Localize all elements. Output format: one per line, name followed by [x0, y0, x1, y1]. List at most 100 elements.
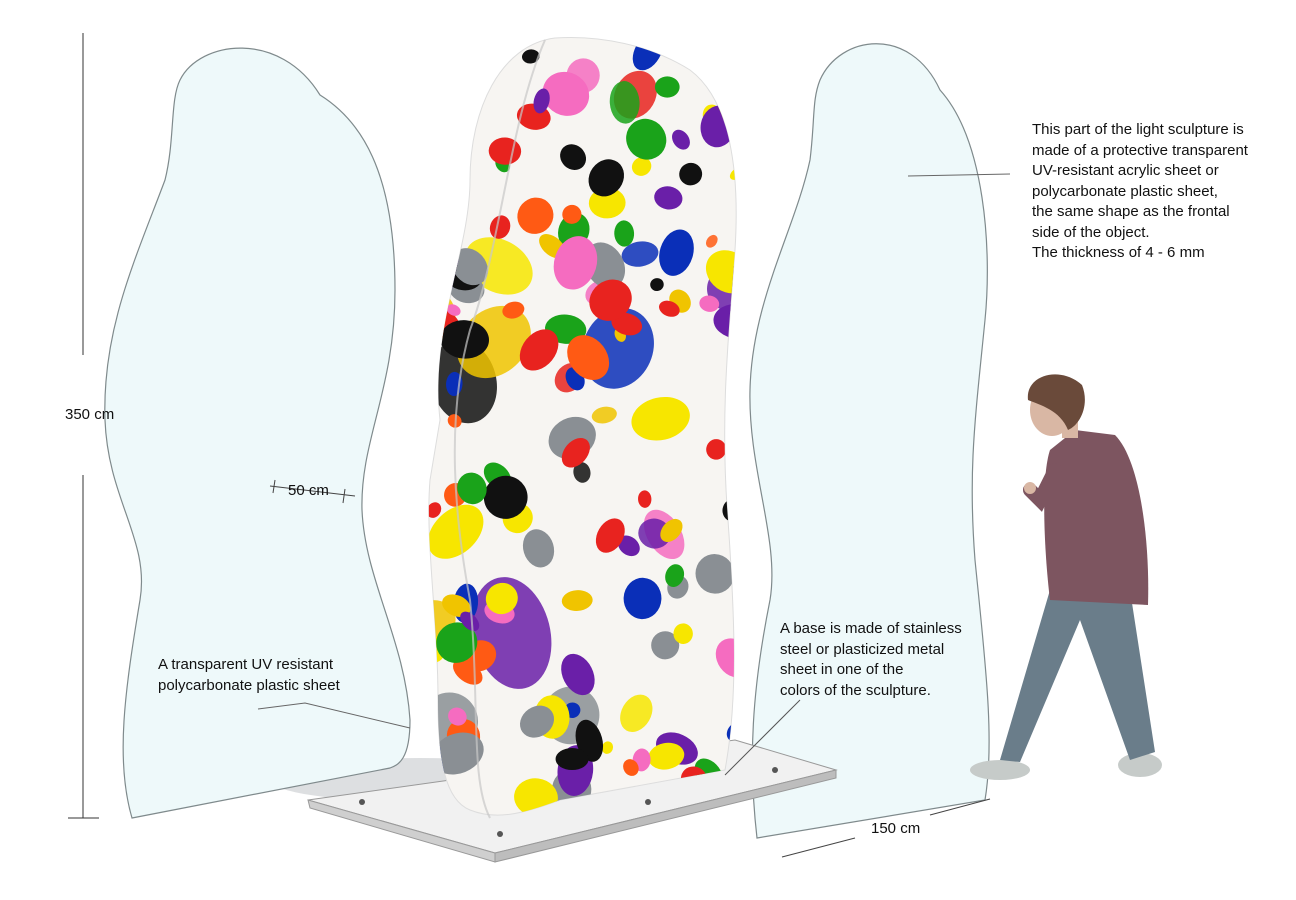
acrylic-note-line: The thickness of 4 - 6 mm [1032, 244, 1205, 261]
color-blob [621, 241, 659, 267]
color-blob [485, 582, 518, 615]
color-blob [533, 88, 550, 114]
color-blob [718, 37, 737, 47]
color-blob [439, 199, 457, 217]
color-blob [573, 462, 591, 483]
acrylic-note-line: the same shape as the frontal [1032, 203, 1230, 220]
color-blob [561, 437, 590, 468]
color-blob [519, 705, 555, 738]
acrylic-note-line: made of a protective transparent [1032, 141, 1248, 159]
color-blob [431, 732, 484, 775]
height-dimension-label: 350 cm [65, 406, 115, 423]
color-blob [446, 304, 461, 316]
acrylic-leader-line [907, 173, 1011, 177]
base-note-line: A base is made of stainless [780, 620, 962, 637]
color-blob [560, 144, 587, 170]
color-blob [654, 76, 680, 98]
color-blob [562, 204, 582, 224]
color-blob [626, 118, 667, 160]
color-blob [428, 221, 459, 250]
color-blob [654, 186, 683, 210]
color-blob [706, 439, 727, 460]
color-blob [725, 429, 737, 443]
right-acrylic-panel [749, 43, 990, 839]
color-blob [448, 37, 469, 58]
base-plate-edge-right [494, 769, 837, 863]
polycarbonate-note: A transparent UV resistant polycarbonate… [158, 655, 340, 696]
color-blob [614, 220, 635, 247]
color-blob [595, 518, 625, 553]
color-blob [444, 37, 492, 65]
color-blob [617, 535, 640, 557]
color-blob [428, 504, 484, 559]
depth-dimension-label: 50 cm [288, 482, 329, 499]
color-blob [638, 518, 671, 549]
color-blob [601, 741, 614, 754]
color-blob [659, 229, 694, 276]
acrylic-note-line: side of the object. [1032, 223, 1150, 241]
color-blob [428, 402, 434, 428]
width-dimension-line-right [929, 798, 991, 816]
color-blob [519, 329, 559, 371]
color-blob [483, 475, 528, 519]
color-blob [428, 502, 442, 518]
color-blob [651, 631, 680, 660]
color-blob [611, 312, 643, 336]
color-blob [620, 694, 653, 732]
color-blob [713, 303, 737, 340]
color-blob [542, 71, 590, 116]
color-blob [589, 279, 632, 321]
acrylic-note-line: polycarbonate plastic sheet, [1032, 182, 1218, 200]
color-blob [457, 472, 487, 505]
color-blob [502, 301, 525, 319]
depth-dimension-line [269, 485, 356, 497]
color-blob [522, 529, 555, 568]
color-blob [722, 80, 737, 119]
color-blob [428, 161, 442, 194]
color-blob [638, 490, 652, 508]
color-blob [517, 197, 554, 234]
sculpture-side-edge [453, 39, 546, 819]
base-note-line: sheet in one of the [780, 661, 904, 678]
color-blob [448, 707, 467, 726]
acrylic-note: This part of the light sculpture is made… [1032, 120, 1248, 264]
color-blob [456, 37, 501, 65]
color-blob [729, 167, 737, 180]
color-blob [442, 190, 463, 208]
color-blob [672, 129, 690, 150]
acrylic-note-line: UV-resistant acrylic sheet or [1032, 162, 1219, 179]
color-blob [460, 611, 480, 632]
color-blob [665, 564, 685, 587]
color-blob [631, 396, 690, 441]
color-blob [631, 157, 652, 176]
color-blob [648, 742, 685, 770]
color-blob [591, 406, 617, 424]
color-blob [673, 623, 693, 644]
width-dimension-line-left [781, 837, 856, 858]
color-blob [440, 148, 464, 176]
color-blob [447, 414, 462, 428]
base-note-line: steel or plasticized metal [780, 640, 945, 658]
depth-tick-left [272, 479, 276, 494]
color-blob [650, 278, 664, 292]
color-blob [451, 248, 488, 286]
acrylic-note-line: This part of the light sculpture is [1032, 121, 1244, 138]
color-blob [623, 577, 662, 620]
color-blob [521, 49, 540, 64]
color-blob [699, 295, 720, 312]
color-blob [660, 518, 683, 542]
polycarbonate-leader-line [257, 702, 411, 729]
color-blob [567, 335, 610, 381]
base-note: A base is made of stainless steel or pla… [780, 619, 962, 701]
color-blob [695, 554, 735, 594]
color-blob [555, 747, 589, 771]
polycarbonate-note-line: A transparent UV resistant [158, 656, 334, 673]
base-note-line: colors of the sculpture. [780, 681, 931, 699]
color-blob [609, 81, 640, 124]
color-blob [488, 137, 522, 165]
color-blob [679, 162, 703, 186]
left-acrylic-panel [104, 47, 411, 819]
color-blob [442, 594, 471, 617]
color-blob [561, 653, 595, 696]
